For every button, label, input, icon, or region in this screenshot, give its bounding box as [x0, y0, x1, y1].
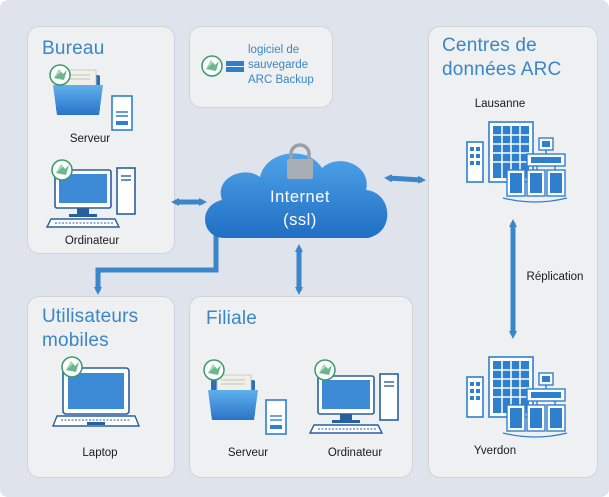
internet-cloud-icon	[205, 153, 388, 238]
bureau-server-badge-icon	[49, 64, 71, 86]
cloud-mobile-arrow	[94, 222, 220, 295]
filiale-server-folder-icon	[207, 374, 259, 421]
bureau-title: Bureau	[42, 38, 105, 59]
filiale-title: Filiale	[206, 308, 258, 329]
replication-label: Réplication	[526, 271, 584, 283]
bureau-computer-label: Ordinateur	[64, 235, 120, 247]
datacenters-title: Centres de données ARC	[442, 35, 562, 80]
internet-label: Internet	[270, 188, 330, 206]
bureau-server-tower-icon	[111, 95, 133, 131]
laptop-label: Laptop	[82, 447, 118, 459]
bureau-computer-badge-icon	[51, 159, 73, 181]
arc-backup-badge-icon	[201, 55, 223, 77]
arc-backup-label: logiciel de sauvegarde ARC Backup	[248, 44, 314, 86]
laptop-badge-icon	[61, 356, 83, 378]
laptop-icon	[51, 367, 141, 427]
filiale-server-badge-icon	[203, 359, 225, 381]
lausanne-label: Lausanne	[474, 98, 526, 110]
ssl-label: (ssl)	[283, 211, 317, 229]
mobile-title: Utilisateurs mobiles	[42, 306, 139, 351]
filiale-computer-icon	[309, 373, 399, 434]
lock-icon	[287, 143, 313, 179]
cloud-datacenter-arrow	[384, 174, 426, 184]
filiale-computer-badge-icon	[314, 359, 336, 381]
yverdon-label: Yverdon	[473, 445, 517, 457]
yverdon-datacenter-icon	[466, 356, 568, 438]
bureau-server-label: Serveur	[69, 133, 111, 145]
bureau-panel	[27, 26, 175, 254]
arc-backup-server-icon	[226, 61, 244, 72]
filiale-computer-label: Ordinateur	[327, 447, 383, 459]
lausanne-datacenter-icon	[466, 121, 568, 203]
filiale-server-tower-icon	[265, 399, 287, 435]
filiale-server-label: Serveur	[227, 447, 269, 459]
